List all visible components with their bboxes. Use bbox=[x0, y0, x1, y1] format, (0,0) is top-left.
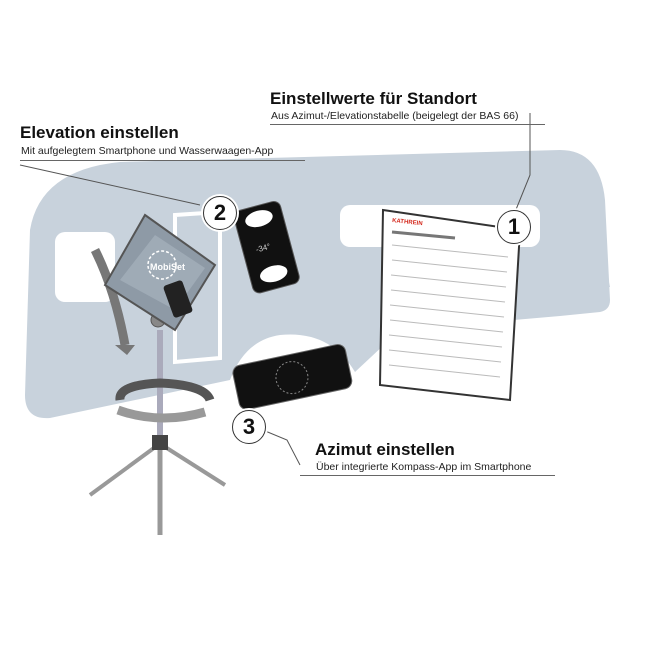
step2-title: Elevation einstellen bbox=[20, 123, 179, 142]
smartphone-level-app: -34° bbox=[233, 200, 300, 294]
step1-rule bbox=[270, 124, 545, 125]
step3-title: Azimut einstellen bbox=[315, 440, 455, 459]
smartphone-compass-app bbox=[232, 344, 353, 410]
elevation-rotation-arrow bbox=[90, 247, 135, 355]
azimuth-rotation-arrow bbox=[115, 378, 215, 423]
satellite-dish: MobiSet bbox=[103, 213, 217, 332]
step1-title: Einstellwerte für Standort bbox=[270, 89, 477, 108]
step1-subtitle: Aus Azimut-/Elevationstabelle (beigelegt… bbox=[271, 110, 519, 122]
azimuth-elevation-table: KATHREIN bbox=[378, 208, 522, 402]
dish-label: MobiSet bbox=[150, 262, 185, 272]
step3-badge: 3 bbox=[232, 410, 266, 444]
document-brand: KATHREIN bbox=[392, 218, 423, 227]
step1-badge: 1 bbox=[497, 210, 531, 244]
step3-rule bbox=[300, 475, 555, 476]
step2-rule bbox=[20, 160, 305, 161]
leader-lines bbox=[19, 113, 531, 466]
step2-badge: 2 bbox=[203, 196, 237, 230]
phone-angle: -34° bbox=[255, 242, 272, 255]
step3-subtitle: Über integrierte Kompass-App im Smartpho… bbox=[316, 461, 532, 473]
step2-subtitle: Mit aufgelegtem Smartphone und Wasserwaa… bbox=[21, 145, 274, 157]
